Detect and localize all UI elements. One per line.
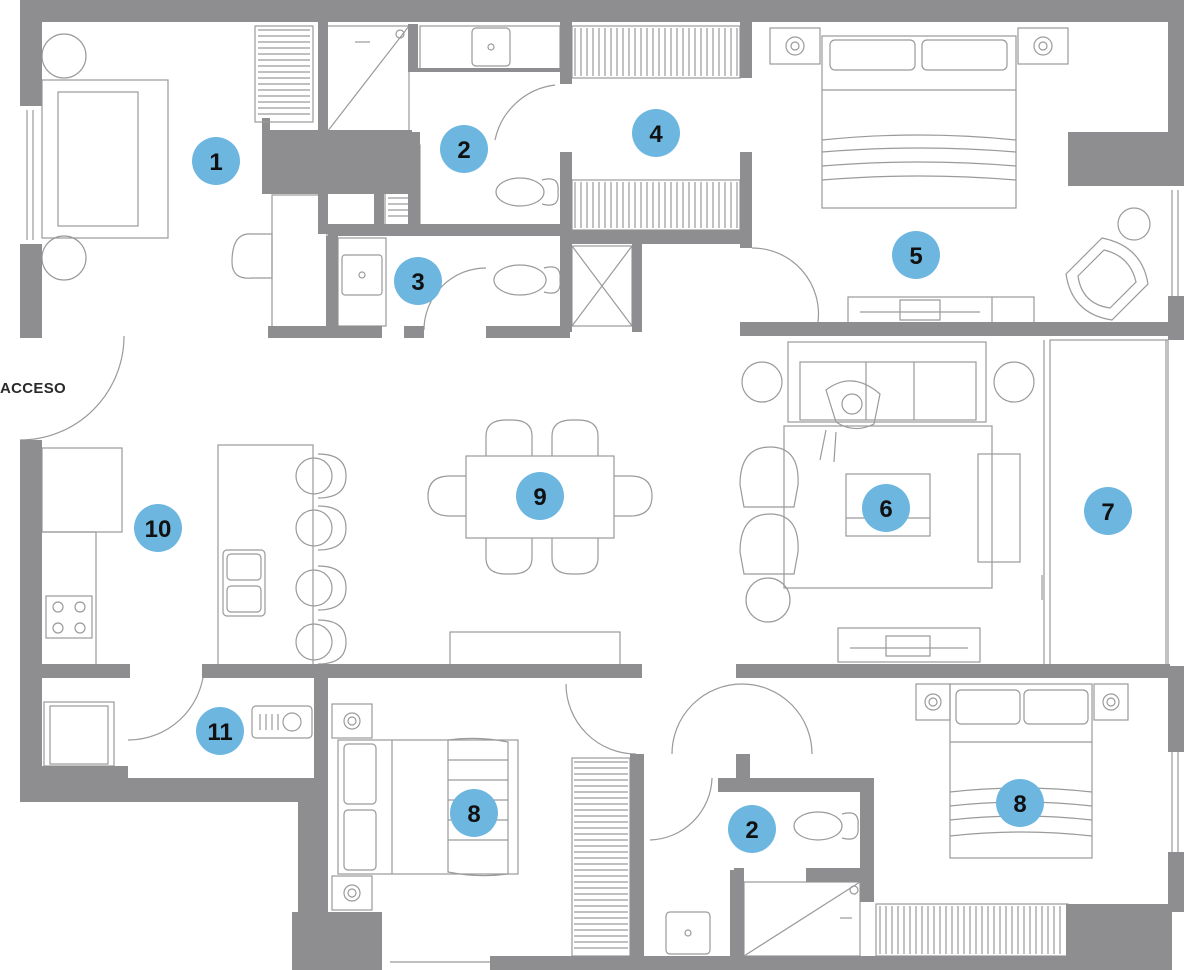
room-number: 6 <box>879 496 892 523</box>
room-number: 5 <box>909 243 922 270</box>
room-number: 2 <box>457 137 470 164</box>
room-badge-circle <box>192 137 240 185</box>
room-number: 2 <box>745 817 758 844</box>
room-number: 7 <box>1101 499 1114 526</box>
room-badge-r6: 6 <box>862 484 910 532</box>
person-figure <box>819 380 881 463</box>
closet-hatch-bottom <box>571 757 631 957</box>
sofa-room1 <box>41 33 169 281</box>
furniture-layer <box>19 25 1179 963</box>
room-number: 11 <box>207 719 232 746</box>
room-badge-circle <box>516 472 564 520</box>
room-badges: 1 2 3 4 5 6 7 8 8 9 10 11 2 <box>134 109 1132 853</box>
door-swing-entrance <box>19 335 125 441</box>
room-badge-r4: 4 <box>632 109 680 157</box>
room-badge-r10: 10 <box>134 504 182 552</box>
shower-top <box>326 25 410 133</box>
bathroom-3-fixtures <box>337 237 561 331</box>
room-badge-r11: 11 <box>196 707 244 755</box>
bathroom-bottom-fixtures <box>649 777 861 957</box>
tv-console-living <box>837 627 981 663</box>
room-badge-circle <box>394 257 442 305</box>
room-badge-circle <box>134 504 182 552</box>
room-badge-r7: 7 <box>1084 487 1132 535</box>
room-badge-r2b: 2 <box>728 805 776 853</box>
room-badge-r1: 1 <box>192 137 240 185</box>
sideboard <box>449 631 621 667</box>
closet-hatch-room1 <box>254 25 314 123</box>
room-badge-r5: 5 <box>892 231 940 279</box>
room-number: 8 <box>467 801 480 828</box>
room-badge-circle <box>728 805 776 853</box>
living-chairs <box>739 446 799 623</box>
bed-bottom-right <box>915 683 1129 859</box>
service-shaft <box>571 245 633 327</box>
room-number: 9 <box>533 484 546 511</box>
master-bed <box>821 35 1017 209</box>
room-number: 10 <box>145 516 172 543</box>
bed-bottom-left <box>331 703 519 911</box>
entrance-label: ACCESO <box>0 380 66 397</box>
room-badge-circle <box>1084 487 1132 535</box>
walls <box>20 0 1184 970</box>
room-number: 1 <box>209 149 222 176</box>
room-badge-circle <box>450 789 498 837</box>
room-badge-r3: 3 <box>394 257 442 305</box>
room-badge-r9: 9 <box>516 472 564 520</box>
closet-hatch-bottom-right <box>875 903 1069 957</box>
room-badge-circle <box>862 484 910 532</box>
nightstands-room5 <box>769 27 1069 65</box>
kitchen-counter <box>41 447 123 666</box>
room-badge-r2a: 2 <box>440 125 488 173</box>
living-sofa <box>741 341 1035 423</box>
room-badge-circle <box>632 109 680 157</box>
laundry-fixtures <box>43 669 313 767</box>
armchair-room5 <box>847 207 1151 324</box>
door-swings-bottom <box>565 683 813 755</box>
bathroom-top-fixtures <box>419 25 561 207</box>
room-badge-r8a: 8 <box>450 789 498 837</box>
room-badge-circle <box>996 779 1044 827</box>
room-number: 8 <box>1013 791 1026 818</box>
room-badge-circle <box>440 125 488 173</box>
kitchen-island <box>217 444 347 668</box>
room-badge-r8b: 8 <box>996 779 1044 827</box>
room-number: 3 <box>411 269 424 296</box>
room-badge-circle <box>892 231 940 279</box>
dining-table <box>427 419 653 575</box>
room-number: 4 <box>649 121 663 148</box>
door-swing-room5 <box>751 247 820 323</box>
room-badge-circle <box>196 707 244 755</box>
